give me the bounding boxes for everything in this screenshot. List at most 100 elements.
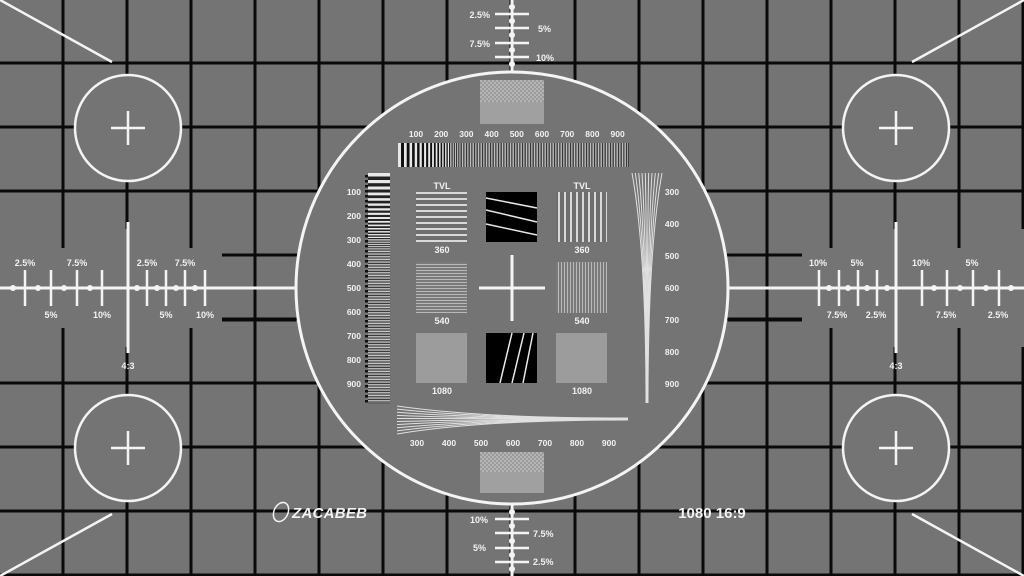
sweep-bar	[368, 260, 390, 262]
sweep-bar	[488, 143, 490, 167]
sweep-tick	[365, 240, 368, 243]
sweep-bar	[368, 314, 390, 316]
sweep-bar	[368, 387, 390, 389]
sweep-bar	[368, 198, 390, 201]
sweep-bar	[368, 256, 390, 257]
sweep-tick	[365, 280, 368, 283]
sweep-bar	[368, 374, 390, 376]
sweep-bar	[493, 143, 495, 167]
scale-dot	[509, 4, 515, 10]
scale-label: 7.5%	[67, 258, 88, 268]
sweep-bar	[368, 208, 390, 211]
sweep-tick	[365, 230, 368, 233]
sweep-bar	[509, 143, 511, 167]
diagonal-square	[486, 333, 537, 383]
sweep-bar	[530, 143, 531, 167]
sweep-bar	[432, 143, 434, 167]
sweep-bar	[368, 372, 390, 374]
sweep-bar	[557, 143, 559, 167]
scale-label: 10%	[196, 310, 214, 320]
diagonal-line	[522, 332, 534, 384]
sweep-bar	[610, 143, 611, 167]
sweep-bar	[595, 143, 597, 167]
sweep-bar	[561, 143, 563, 167]
scale-label: 2.5%	[15, 258, 36, 268]
sweep-bar	[495, 143, 497, 167]
sweep-bar	[608, 143, 610, 167]
sweep-tick	[365, 210, 368, 213]
sweep-bar	[368, 360, 390, 361]
sweep-bar	[368, 330, 390, 332]
sweep-bar	[614, 143, 615, 167]
sweep-bar	[368, 320, 390, 321]
sweep-bar	[368, 253, 390, 255]
sweep-bar	[368, 286, 390, 288]
sweep-bar	[368, 364, 390, 366]
diagonal-line	[499, 332, 513, 384]
sweep-bar	[558, 143, 560, 167]
sweep-bar	[522, 143, 524, 167]
scale-dot	[87, 285, 93, 291]
sweep-bar	[368, 305, 390, 307]
sweep-bar	[368, 352, 390, 354]
scale-dot	[931, 285, 937, 291]
sweep-bar	[368, 383, 390, 385]
frequency-label: 200	[434, 129, 448, 139]
fan-line	[647, 172, 663, 404]
sweep-bar	[462, 143, 463, 167]
sweep-bar	[470, 143, 472, 167]
sweep-bar	[500, 143, 502, 167]
sweep-bar	[511, 143, 513, 167]
sweep-bar	[368, 297, 390, 299]
sweep-bar	[513, 143, 515, 167]
scale-label: 10%	[93, 310, 111, 320]
sweep-bar	[570, 143, 571, 167]
gray-patch	[480, 102, 544, 124]
sweep-bar	[435, 143, 438, 167]
sweep-bar	[623, 143, 625, 167]
sweep-bar	[368, 243, 390, 245]
sweep-bar	[620, 143, 622, 167]
sweep-bar	[368, 380, 390, 381]
sweep-bar	[512, 143, 514, 167]
sweep-bar	[521, 143, 523, 167]
sweep-bar	[475, 143, 477, 167]
sweep-bar	[368, 310, 390, 312]
row-label: 1080	[572, 386, 592, 396]
sweep-bar	[368, 367, 390, 369]
sweep-bar	[368, 315, 390, 317]
sweep-bar	[554, 143, 555, 167]
sweep-bar	[368, 308, 390, 309]
aspect-label-left: 4:3	[121, 361, 134, 371]
resolution-square	[556, 192, 607, 242]
sweep-bar	[368, 368, 390, 369]
sweep-bar	[526, 143, 527, 167]
sweep-bar	[368, 287, 390, 289]
sweep-bar	[368, 366, 390, 368]
sweep-bar	[368, 224, 390, 227]
sweep-bar	[368, 210, 390, 213]
sweep-tick	[365, 395, 368, 398]
scale-dot	[509, 61, 515, 67]
sweep-bar	[368, 378, 390, 380]
sweep-bar	[368, 247, 390, 249]
sweep-bar	[540, 143, 542, 167]
sweep-bar	[553, 143, 555, 167]
sweep-bar	[368, 183, 390, 187]
crosshair-icon	[111, 431, 145, 465]
frequency-label: 900	[665, 379, 679, 389]
sweep-bar	[494, 143, 495, 167]
sweep-bar	[368, 212, 390, 215]
sweep-bar	[368, 320, 390, 322]
scale-dot	[884, 285, 890, 291]
sweep-bar	[538, 143, 539, 167]
sweep-bar	[579, 143, 581, 167]
diagonal-line	[485, 209, 538, 223]
sweep-bar	[368, 180, 390, 184]
sweep-bar	[578, 143, 579, 167]
frequency-label: 100	[347, 187, 361, 197]
sweep-bar	[519, 143, 521, 167]
sweep-bar	[368, 346, 390, 348]
gray-patch	[480, 472, 544, 493]
sweep-bar	[368, 355, 390, 357]
